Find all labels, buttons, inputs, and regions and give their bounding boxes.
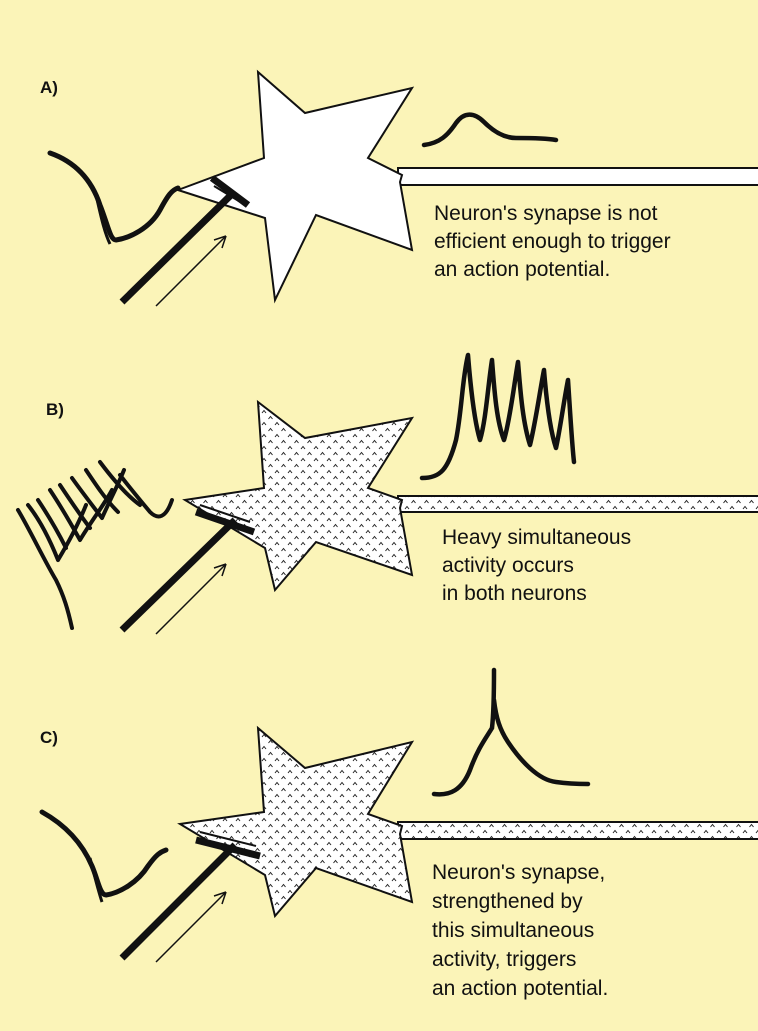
postsynaptic-neuron: [185, 402, 412, 590]
panel-label-c: C): [40, 728, 58, 748]
caption-b: Heavy simultaneous activity occurs in bo…: [442, 524, 631, 608]
input-spike-waveform: [42, 812, 166, 895]
panel-label-b: B): [46, 400, 64, 420]
caption-line: Heavy simultaneous: [442, 524, 631, 552]
caption-line: an action potential.: [434, 256, 671, 284]
caption-c: Neuron's synapse, strengthened by this s…: [432, 858, 608, 1003]
postsynaptic-neuron: [178, 72, 412, 300]
caption-line: Neuron's synapse is not: [434, 200, 671, 228]
output-action-potential-waveform: [434, 670, 588, 794]
caption-line: activity, triggers: [432, 945, 608, 974]
postsynaptic-axon: [398, 822, 758, 839]
output-spike-train-waveform: [422, 355, 574, 478]
panel-b: [18, 355, 758, 634]
caption-line: strengthened by: [432, 887, 608, 916]
input-spike-waveform: [50, 153, 178, 240]
signal-direction-arrow: [156, 236, 226, 306]
postsynaptic-neuron: [180, 728, 412, 916]
presynaptic-axon: [122, 520, 235, 630]
signal-direction-arrow: [156, 564, 226, 634]
postsynaptic-axon: [398, 496, 758, 512]
caption-line: efficient enough to trigger: [434, 228, 671, 256]
signal-direction-arrow: [156, 892, 226, 962]
panel-label-a: A): [40, 78, 58, 98]
caption-line: Neuron's synapse,: [432, 858, 608, 887]
presynaptic-axon: [122, 845, 235, 958]
output-subthreshold-waveform: [424, 115, 556, 145]
caption-a: Neuron's synapse is not efficient enough…: [434, 200, 671, 284]
caption-line: activity occurs: [442, 552, 631, 580]
postsynaptic-axon: [398, 168, 758, 185]
caption-line: an action potential.: [432, 974, 608, 1003]
caption-line: this simultaneous: [432, 916, 608, 945]
caption-line: in both neurons: [442, 580, 631, 608]
panel-c: [42, 670, 758, 962]
